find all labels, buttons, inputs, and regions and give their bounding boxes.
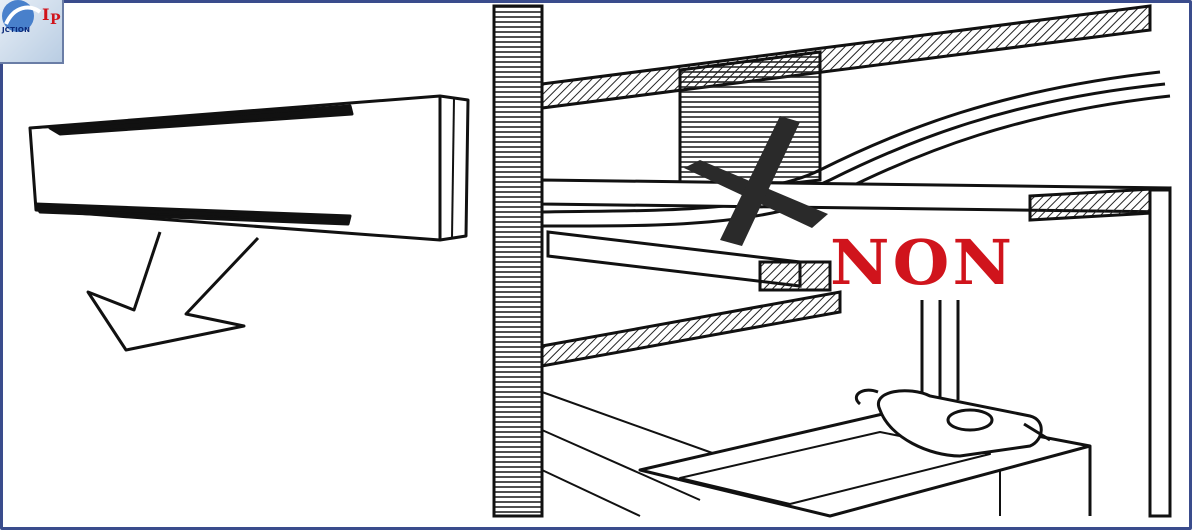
brand-logo: I P JCTION — [0, 0, 64, 64]
cable-drops — [920, 300, 960, 400]
telephone-icon — [854, 388, 1051, 458]
logo-text: JCTION — [2, 26, 31, 34]
logo-emblem-icon: I P — [2, 0, 61, 32]
prohibited-x-icon — [684, 116, 828, 246]
false-ceiling — [540, 178, 1172, 518]
warning-label: NON — [830, 226, 1016, 299]
svg-text:I: I — [42, 5, 49, 24]
airflow-arrow-icon — [86, 231, 260, 352]
wall-column — [492, 4, 544, 518]
air-conditioner-unit-icon — [28, 94, 470, 242]
ceiling-slab — [540, 4, 1152, 198]
svg-text:P: P — [50, 12, 61, 28]
